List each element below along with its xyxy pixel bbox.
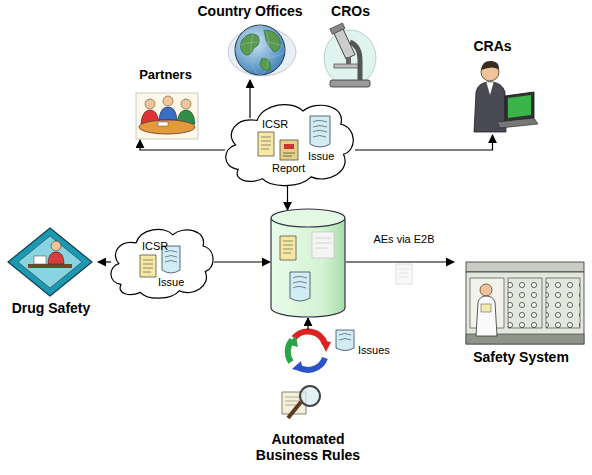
icsr-document: [258, 132, 274, 156]
issues-document: [336, 330, 354, 351]
connector-arrow: [214, 261, 270, 262]
e2b-document: [396, 264, 412, 284]
safety-system-node: Safety System: [454, 250, 588, 365]
report-document: [280, 140, 298, 160]
issues-label: Issues: [358, 344, 390, 357]
connector-arrow: [287, 185, 288, 210]
cloud-text: ICSR: [262, 118, 288, 131]
cros-node: CROs: [316, 3, 385, 90]
drug-safety-icon: [8, 228, 92, 296]
edge-label: AEs via E2B: [373, 233, 434, 246]
cloud-text: Issue: [158, 276, 184, 289]
cra-icon: [474, 61, 538, 132]
database-fill: [271, 209, 345, 317]
connector-arrow: [355, 135, 493, 150]
node-label: Automated Business Rules: [251, 431, 366, 463]
connector-arrow: [249, 80, 250, 118]
drug-safety-node: Drug Safety: [4, 226, 98, 316]
node-label: CROs: [316, 3, 385, 19]
microscope-icon: [324, 23, 376, 87]
data-cloud: ICSR Issue: [108, 222, 216, 302]
magnifier-icon: [282, 386, 320, 418]
database-cylinder: [270, 208, 346, 318]
country-offices-node: Country Offices: [183, 3, 317, 80]
cras-node: CRAs: [443, 38, 542, 135]
cloud-text: Report: [272, 162, 305, 175]
icsr-document: [140, 255, 156, 277]
connector-arrow: [140, 140, 225, 150]
connector-arrow: [98, 261, 111, 262]
cloud-text: Issue: [308, 150, 334, 163]
cloud-path: [111, 229, 213, 298]
cloud-text: ICSR: [142, 240, 168, 253]
cylinder-path: [271, 209, 345, 317]
node-label: Drug Safety: [4, 300, 98, 316]
business-rules-node: Automated Business Rules: [243, 330, 373, 463]
globe-icon: [228, 25, 296, 76]
cloud-path: [226, 105, 354, 186]
issue-document: [310, 116, 330, 147]
partners-icon: [136, 93, 198, 139]
node-label: Safety System: [454, 349, 588, 365]
data-cloud: ICSR ReportIssue: [222, 96, 357, 190]
node-label: Country Offices: [183, 3, 317, 19]
node-label: Partners: [126, 68, 205, 83]
cycle-arrows: [286, 331, 331, 372]
node-label: CRAs: [443, 38, 542, 54]
connector-arrow: [307, 318, 308, 330]
cloud-outline: [222, 96, 357, 190]
cloud-outline: [108, 222, 216, 302]
connector-arrow: [346, 261, 454, 262]
cylinder-outline: [270, 208, 346, 318]
safety-system-icon: [466, 262, 584, 344]
partners-node: Partners: [126, 68, 205, 140]
